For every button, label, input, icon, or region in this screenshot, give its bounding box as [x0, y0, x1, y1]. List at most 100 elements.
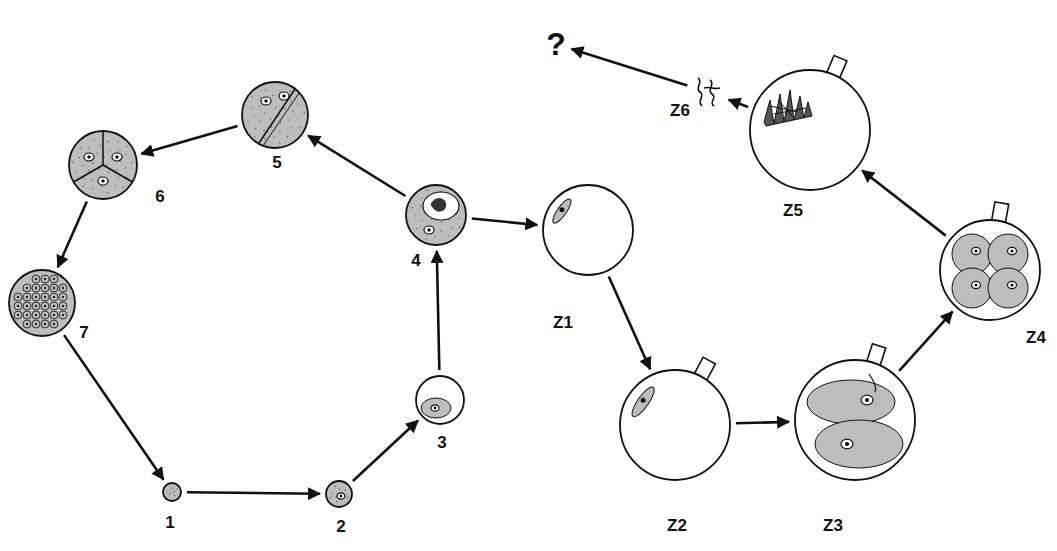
cycle-arrow — [862, 171, 946, 236]
cell-detail — [44, 296, 46, 298]
cell-detail — [50, 320, 58, 328]
cell-detail — [287, 136, 288, 137]
cell-detail — [416, 376, 464, 424]
cell-detail — [424, 226, 434, 234]
cell-detail — [76, 171, 77, 172]
cell-detail — [334, 486, 335, 487]
cell-detail — [275, 106, 276, 107]
cell-detail — [282, 94, 286, 98]
stage-number: Z3 — [823, 517, 843, 534]
cell-detail — [750, 70, 870, 190]
cell-detail — [297, 117, 298, 118]
cycle-arrow — [571, 49, 687, 86]
cell-detail — [972, 247, 981, 254]
cell-outline — [326, 481, 352, 507]
cycle-arrow — [437, 251, 440, 370]
cell-outline — [940, 220, 1040, 320]
cell-detail — [92, 162, 93, 163]
cell-detail — [427, 228, 431, 232]
cell-stage: Z4 — [940, 220, 1040, 320]
cell-detail — [169, 493, 170, 494]
cycle-arrow — [472, 219, 537, 225]
cell-detail — [41, 275, 49, 283]
cell-detail — [988, 268, 1028, 308]
cell-detail — [108, 172, 109, 173]
cell-detail — [53, 323, 55, 325]
cell-detail — [9, 270, 75, 336]
cell-detail — [974, 283, 977, 286]
cell-detail — [795, 344, 915, 480]
cell-detail — [53, 296, 55, 298]
cell-detail — [62, 296, 64, 298]
cell-detail — [340, 495, 343, 498]
cell-detail — [163, 483, 181, 501]
cell-detail — [17, 314, 19, 316]
cell-detail — [406, 185, 466, 245]
cell-detail — [17, 305, 19, 307]
cell-stage: 4 — [406, 185, 466, 245]
cell-detail — [251, 97, 252, 98]
cell-detail — [59, 302, 67, 310]
cell-detail — [1010, 283, 1013, 286]
cell-stage: 7 — [9, 270, 75, 336]
cell-detail — [98, 177, 108, 185]
cell-outline — [9, 270, 75, 336]
cell-detail — [32, 320, 40, 328]
cell-detail — [173, 491, 174, 492]
cell-stage: 5 — [242, 82, 308, 148]
cell-detail — [750, 55, 870, 190]
cell-detail — [250, 107, 251, 108]
cell-detail — [116, 169, 117, 170]
cell-detail — [248, 121, 249, 122]
stage-number: 4 — [411, 252, 420, 269]
cell-detail — [434, 407, 437, 410]
cell-detail — [14, 302, 22, 310]
unknown-stage: ? — [546, 28, 566, 60]
cell-detail — [284, 108, 285, 109]
cell-detail — [416, 228, 417, 229]
cell-detail — [770, 100, 806, 116]
cell-detail — [114, 185, 115, 186]
cell-detail — [279, 142, 280, 143]
cell-detail — [53, 278, 55, 280]
cell-detail — [59, 311, 67, 319]
cell-detail — [425, 238, 426, 239]
cell-detail — [807, 380, 895, 424]
cell-detail — [264, 112, 265, 113]
stage-number: Z5 — [783, 202, 803, 219]
cell-detail — [88, 170, 89, 171]
cell-detail — [41, 320, 49, 328]
cell-detail — [131, 162, 132, 163]
cell-detail — [109, 150, 110, 151]
cell-detail — [163, 483, 181, 501]
cell-detail — [628, 384, 657, 419]
cell-detail — [259, 105, 260, 106]
cell-detail — [434, 236, 435, 237]
cell-detail — [420, 206, 421, 207]
cell-detail — [1008, 281, 1017, 288]
cell-detail — [84, 153, 94, 161]
cell-detail — [421, 398, 451, 418]
stage-number: Z1 — [553, 314, 573, 331]
cell-detail — [347, 496, 348, 497]
cell-detail — [698, 78, 702, 106]
cell-detail — [288, 119, 289, 120]
cell-detail — [869, 374, 876, 392]
cell-detail — [337, 493, 345, 499]
stage-number: 3 — [437, 434, 446, 451]
cell-detail — [72, 161, 73, 162]
cell-detail — [96, 152, 97, 153]
cell-detail — [44, 278, 46, 280]
cycle-arrow — [58, 202, 87, 268]
cell-detail — [416, 376, 464, 424]
cell-detail — [122, 187, 123, 188]
cell-detail — [14, 293, 22, 301]
cell-detail — [279, 92, 289, 100]
cell-detail — [620, 357, 730, 480]
cell-detail — [23, 293, 31, 301]
cell-detail — [69, 131, 137, 199]
cell-detail — [35, 323, 37, 325]
cell-detail — [431, 198, 447, 212]
cell-detail — [112, 153, 122, 161]
